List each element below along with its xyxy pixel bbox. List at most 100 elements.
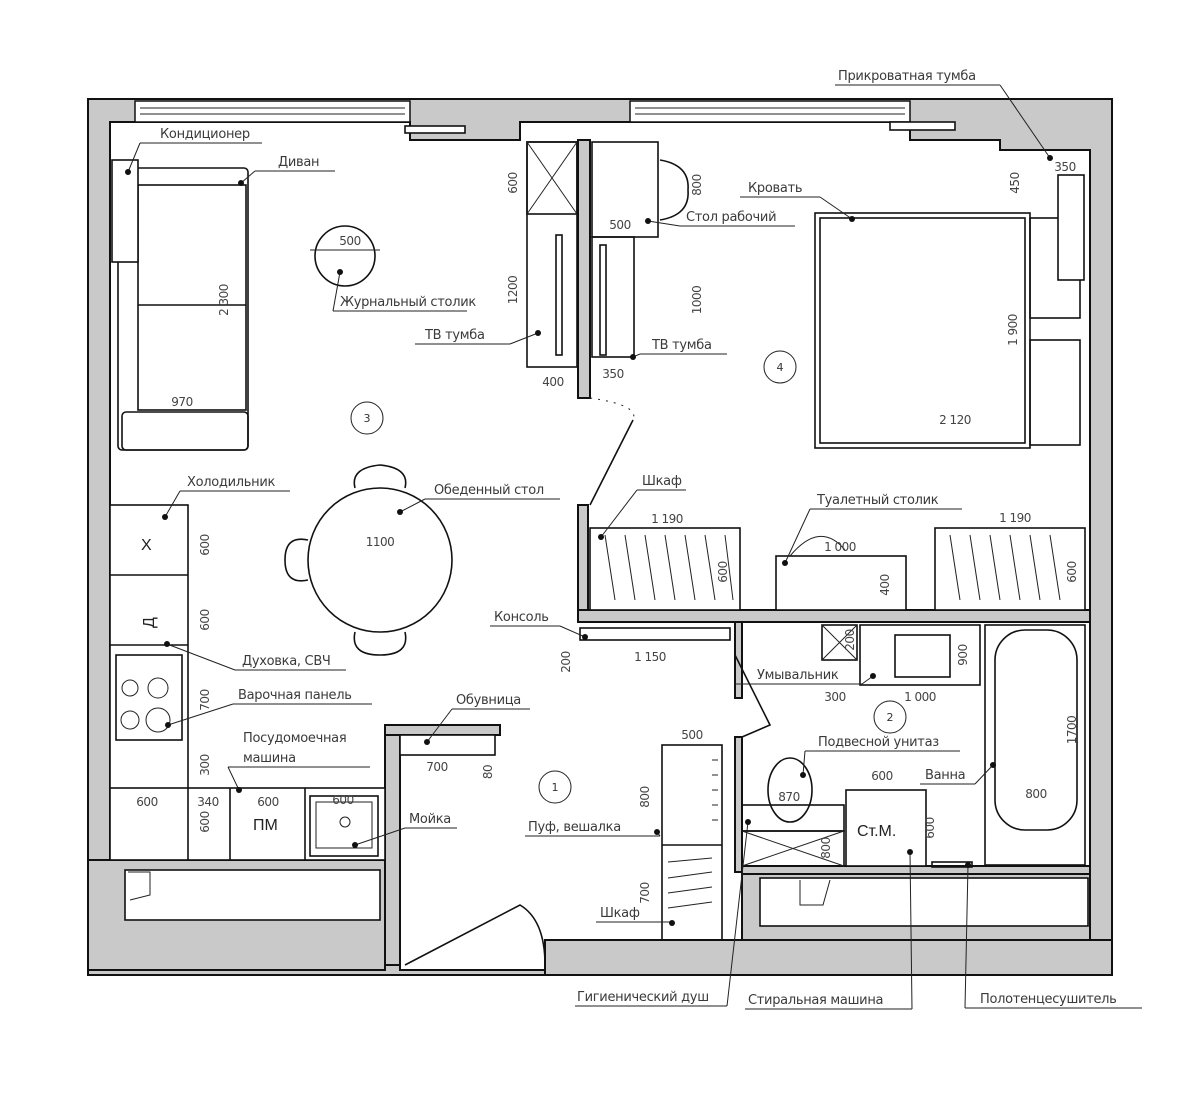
dimension-label: 300 (824, 690, 845, 704)
leader-dot (990, 762, 996, 768)
bedroom-door[interactable] (589, 397, 635, 506)
towel-warmer (931, 861, 973, 868)
label-text: Умывальник (757, 668, 839, 683)
washing-machine-marker: Ст.М. (857, 823, 896, 840)
partition-wall (577, 504, 589, 611)
partition-wall (734, 621, 743, 699)
leader-dot (125, 169, 131, 175)
dimension-label: 2 120 (939, 413, 971, 427)
shoe-cabinet (399, 734, 496, 756)
leader-dot (654, 829, 660, 835)
leader-line (166, 643, 236, 671)
bed (814, 212, 1081, 449)
work-desk (591, 141, 689, 358)
window-living (134, 100, 411, 123)
leader-dot (965, 862, 971, 868)
leader-dot (162, 514, 168, 520)
partition-wall (384, 724, 501, 736)
leader-dot (630, 354, 636, 360)
leader-line (227, 766, 240, 791)
room-number: 3 (350, 401, 384, 435)
dimension-label: 200 (843, 629, 857, 650)
leader-line (509, 332, 539, 345)
dressing-table (775, 535, 907, 611)
leader-dot (907, 849, 913, 855)
dimension-label: 1100 (366, 535, 395, 549)
label-text: Обувница (456, 693, 521, 708)
label-sofa: Диван (238, 155, 335, 186)
label-text: ТВ тумба (651, 338, 712, 353)
sofa (117, 167, 249, 451)
label-text: Туалетный столик (816, 493, 939, 508)
label-washing-machine: Стиральная машина (745, 849, 913, 1010)
dining-table (284, 464, 453, 656)
room-number-circle (873, 700, 907, 734)
radiator (889, 121, 956, 131)
leader-line (127, 142, 141, 173)
dimension-label: 600 (198, 811, 212, 832)
oven-marker: Д (141, 617, 158, 628)
label-sink: Мойка (352, 812, 457, 848)
label-work-desk: Стол рабочий (645, 210, 795, 227)
label-text: Варочная панель (238, 688, 352, 703)
leader-dot (669, 920, 675, 926)
entrance-door[interactable] (404, 904, 546, 966)
leader-dot (535, 330, 541, 336)
dimension-label: 700 (198, 689, 212, 710)
dimension-label: 900 (956, 644, 970, 665)
balcony-niche (124, 869, 381, 921)
label-wardrobe-hall: Шкаф (596, 906, 675, 926)
dishwasher-marker: ПМ (253, 817, 278, 834)
label-pouf-hanger: Пуф, вешалка (525, 820, 661, 837)
leader-dot (165, 722, 171, 728)
label-air-conditioner: Кондиционер (125, 127, 262, 175)
leader-line (647, 220, 681, 227)
console (579, 627, 731, 641)
air-conditioner (111, 159, 139, 263)
leader-line (964, 864, 969, 1009)
bathroom-door[interactable] (734, 654, 772, 738)
dimension-label: 1 000 (824, 540, 856, 554)
dimension-label: 600 (332, 793, 353, 807)
dimension-label: 600 (198, 534, 212, 555)
coffee-table (314, 225, 376, 287)
partition-wall (734, 736, 743, 873)
bedroom-door-leaf[interactable] (589, 419, 634, 506)
leader-line (332, 271, 341, 312)
leader-dot (745, 819, 751, 825)
leader-dot (645, 218, 651, 224)
dimension-label: 80 (481, 765, 495, 779)
label-text: Стиральная машина (748, 993, 883, 1008)
label-text: Посудомоечная (243, 731, 346, 746)
label-text: Полотенцесушитель (980, 992, 1117, 1007)
tv-stand (526, 141, 607, 368)
wardrobe-bedroom-left (589, 527, 741, 611)
label-tv-stand-2: ТВ тумба (630, 338, 727, 360)
leader-line (600, 489, 638, 538)
hall-wardrobe (661, 744, 723, 941)
dimension-label: 500 (609, 218, 630, 232)
label-tv-stand: ТВ тумба (415, 328, 541, 345)
leader-line (974, 764, 994, 785)
partition-wall (577, 609, 1091, 623)
dimension-label: 300 (198, 754, 212, 775)
dimension-label: 1 000 (904, 690, 936, 704)
label-text: Шкаф (600, 906, 640, 921)
label-text: ТВ тумба (424, 328, 485, 343)
room-number-circle (763, 350, 797, 384)
label-text: Ванна (925, 768, 965, 783)
label-text: Подвесной унитаз (818, 735, 939, 750)
room-number-text: 3 (364, 412, 371, 425)
label-text: Мойка (409, 812, 451, 827)
room-number-text: 2 (887, 711, 894, 724)
label-text: Шкаф (642, 474, 682, 489)
leader-line (167, 703, 234, 726)
dimension-label: 1 900 (1006, 314, 1020, 346)
leader-line (999, 84, 1051, 159)
leader-line (240, 170, 256, 184)
label-text: Консоль (494, 610, 549, 625)
label-text: Стол рабочий (686, 210, 776, 225)
label-dishwasher-2: машина (227, 751, 370, 793)
label-text: Пуф, вешалка (528, 820, 621, 835)
